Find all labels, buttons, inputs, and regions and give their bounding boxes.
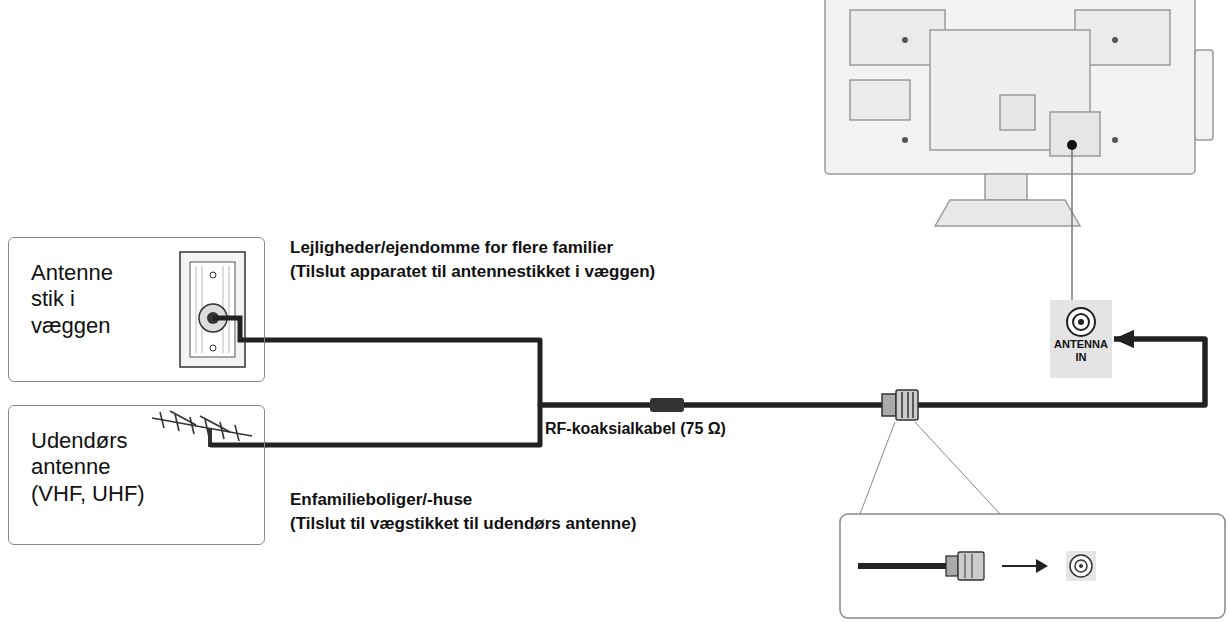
coax-cable — [265, 339, 1205, 405]
antenna-jack — [1067, 308, 1095, 336]
node-text: Udendørs antenne (VHF, UHF) — [31, 428, 166, 507]
coax-cable — [265, 339, 1205, 445]
tv-back — [825, 0, 1213, 226]
wall-socket-box: Antenne stik i væggen — [8, 237, 265, 382]
note-text: Enfamilieboliger/-huse — [290, 490, 472, 510]
antenna-in-port: ANTENNA IN — [1050, 300, 1112, 378]
outdoor-antenna-box: Udendørs antenne (VHF, UHF) — [8, 405, 265, 545]
cable-spec: RF-koaksialkabel (75 Ω) — [545, 420, 726, 438]
note-text: (Tilslut apparatet til antennestikket i … — [290, 262, 655, 282]
detail-inset — [840, 514, 1225, 618]
outdoor-antenna-icon — [152, 411, 252, 447]
wall-socket-icon — [180, 252, 245, 367]
ferrite-core — [650, 398, 684, 412]
detail-leader — [860, 422, 1000, 514]
note-text: Lejligheder/ejendomme for flere familier — [290, 238, 613, 258]
port-panel — [1050, 300, 1112, 378]
note-text: (Tilslut til vægstikket til udendørs ant… — [290, 514, 636, 534]
node-text: ANTENNA IN — [1052, 338, 1110, 364]
coax-plug — [882, 390, 918, 420]
jack-leader — [1067, 140, 1077, 300]
node-text: Antenne stik i væggen — [31, 260, 151, 339]
